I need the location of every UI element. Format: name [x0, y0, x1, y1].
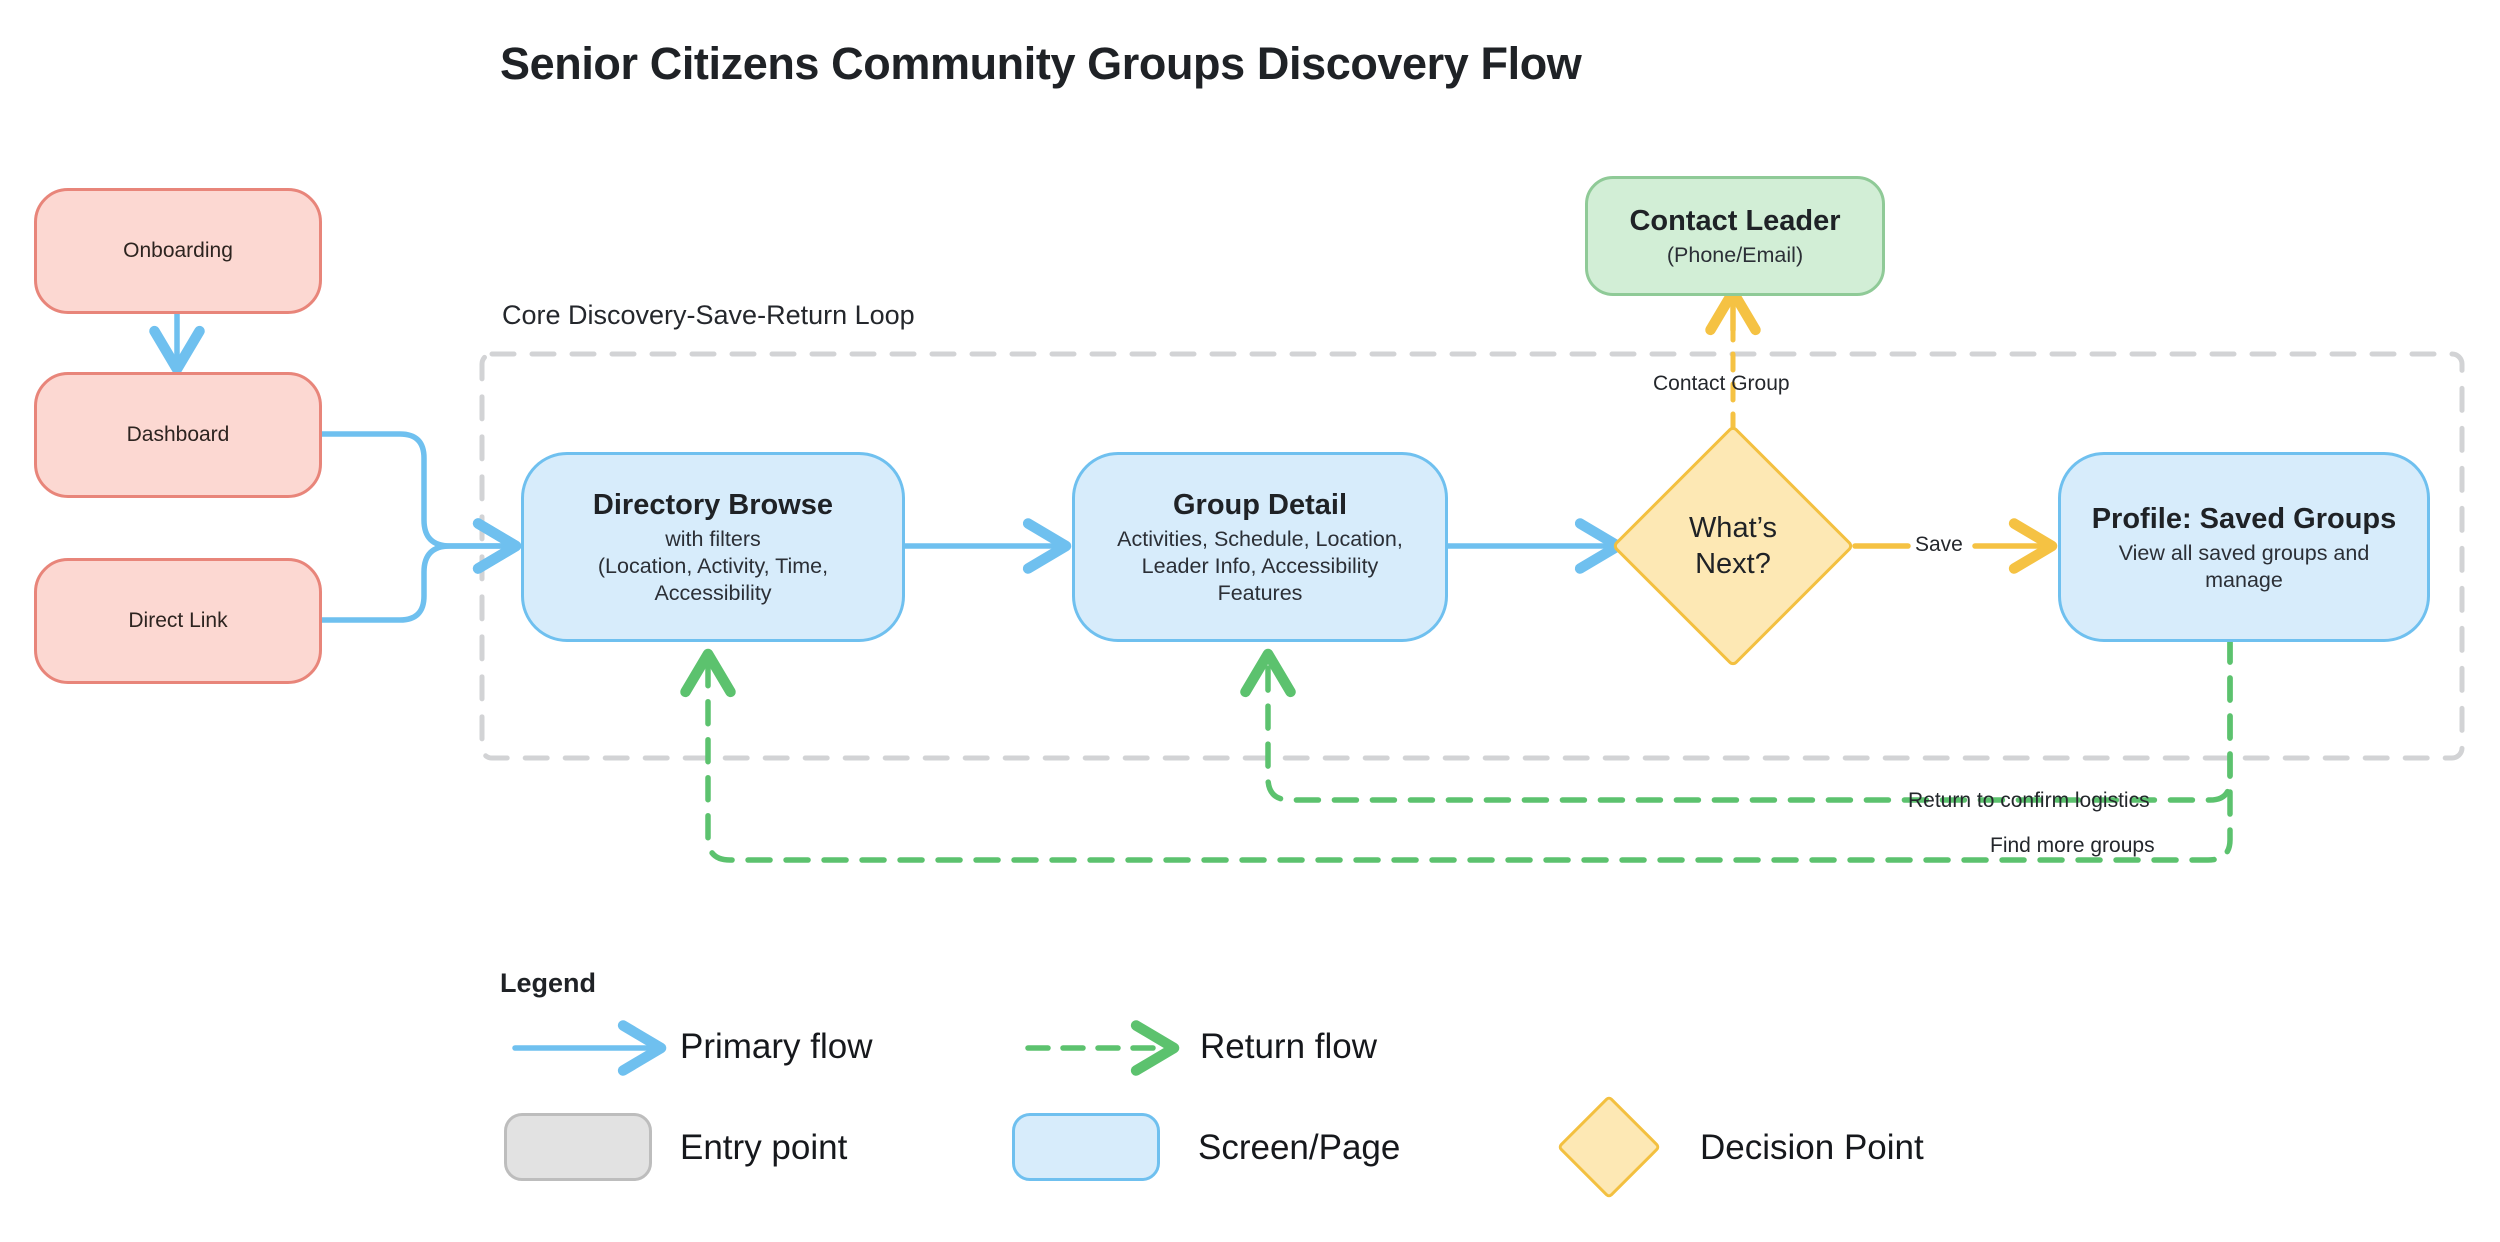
node-profile-saved-groups-title: Profile: Saved Groups	[2091, 502, 2397, 535]
node-profile-saved-groups[interactable]: Profile: Saved Groups View all saved gro…	[2058, 452, 2430, 642]
edge-label-find-more-groups: Find more groups	[1990, 834, 2155, 857]
node-profile-saved-groups-sub-1: View all saved groups and	[2118, 540, 2370, 565]
node-dashboard[interactable]: Dashboard	[34, 372, 322, 498]
node-directory-browse[interactable]: Directory Browse with filters (Location,…	[521, 452, 905, 642]
edge-return-confirm-logistics	[1240, 637, 2233, 803]
edge-directlink-directory	[319, 518, 522, 623]
legend-decision-point-swatch	[1556, 1094, 1662, 1200]
node-direct-link[interactable]: Direct Link	[34, 558, 322, 684]
legend-entry-point-swatch	[504, 1113, 652, 1181]
legend-decision-point-label: Decision Point	[1700, 1128, 1924, 1167]
node-directory-browse-title: Directory Browse	[592, 489, 834, 522]
legend-screen-page-swatch	[1012, 1113, 1160, 1181]
legend-return-flow-label: Return flow	[1200, 1027, 1378, 1066]
page-title: Senior Citizens Community Groups Discove…	[500, 38, 1582, 89]
edge-label-return-confirm-logistics: Return to confirm logistics	[1908, 789, 2150, 812]
node-group-detail[interactable]: Group Detail Activities, Schedule, Locat…	[1072, 452, 1448, 642]
node-group-detail-sub-1: Activities, Schedule, Location,	[1117, 527, 1403, 552]
node-directory-browse-sub-1: with filters	[665, 527, 761, 552]
node-dashboard-label: Dashboard	[126, 422, 230, 446]
node-directory-browse-sub-3: Accessibility	[654, 581, 772, 606]
node-onboarding-label: Onboarding	[123, 238, 233, 262]
edge-dashboard-directory	[319, 431, 522, 574]
node-whats-next[interactable]: What’s Next?	[1611, 424, 1855, 668]
edge-label-contact-group: Contact Group	[1653, 372, 1790, 395]
node-contact-leader[interactable]: Contact Leader (Phone/Email)	[1585, 176, 1885, 296]
edge-return-find-more-groups	[680, 637, 2233, 863]
core-loop-title: Core Discovery-Save-Return Loop	[502, 300, 915, 330]
legend-entry-point-label: Entry point	[680, 1128, 848, 1167]
legend-primary-flow-label: Primary flow	[680, 1027, 873, 1066]
node-direct-link-label: Direct Link	[128, 608, 228, 632]
node-onboarding[interactable]: Onboarding	[34, 188, 322, 314]
node-group-detail-sub-2: Leader Info, Accessibility	[1141, 554, 1379, 579]
node-group-detail-sub-3: Features	[1217, 581, 1303, 606]
node-whats-next-line2: Next?	[1695, 548, 1771, 580]
node-profile-saved-groups-sub-2: manage	[2205, 567, 2283, 592]
node-contact-leader-title: Contact Leader	[1629, 205, 1841, 238]
node-contact-leader-sub: (Phone/Email)	[1666, 242, 1804, 267]
node-group-detail-title: Group Detail	[1172, 489, 1347, 522]
edge-label-save: Save	[1915, 533, 1963, 556]
legend-screen-page-label: Screen/Page	[1198, 1128, 1401, 1167]
node-directory-browse-sub-2: (Location, Activity, Time,	[597, 554, 829, 579]
node-whats-next-label: What’s Next?	[1689, 510, 1777, 583]
node-whats-next-line1: What’s	[1688, 511, 1778, 544]
legend-title: Legend	[500, 968, 597, 998]
